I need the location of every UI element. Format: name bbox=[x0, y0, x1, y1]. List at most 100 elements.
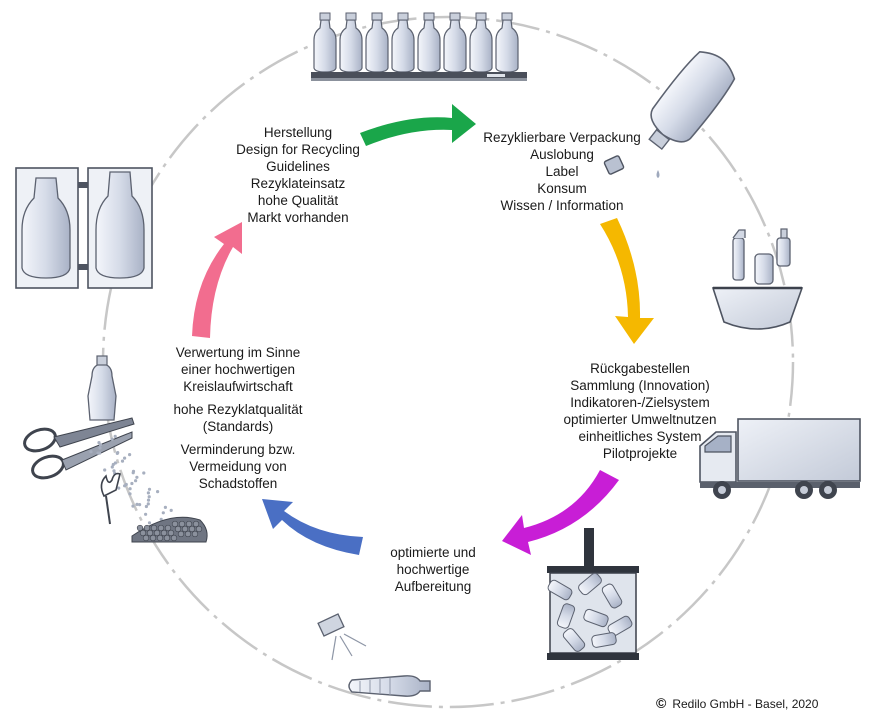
plastic-flake-icon bbox=[147, 495, 151, 499]
plastic-flake-icon bbox=[98, 451, 102, 455]
plastic-flake-icon bbox=[98, 446, 102, 450]
collection-line: Rückgabestellen bbox=[590, 361, 690, 376]
arrow-packaging-to-collection bbox=[600, 218, 654, 344]
truck-icon bbox=[699, 418, 861, 499]
shelf-bottle-icon bbox=[365, 19, 389, 73]
plastic-flake-icon bbox=[131, 469, 136, 473]
copyright-notice: ©Redilo GmbH - Basel, 2020 bbox=[656, 696, 818, 711]
plastic-flake-icon bbox=[110, 465, 114, 469]
baled-bottle-icon bbox=[607, 615, 633, 637]
utilization-line: Verminderung bzw. bbox=[180, 442, 296, 457]
plastic-flake-icon bbox=[103, 468, 107, 472]
shelf-bottle-icon bbox=[495, 19, 519, 73]
pellet-icon bbox=[157, 524, 165, 532]
production-line: hohe Qualität bbox=[257, 193, 339, 208]
arrow-utilization-to-production bbox=[192, 222, 242, 338]
plastic-flake-icon bbox=[98, 443, 103, 447]
pellet-icon bbox=[167, 529, 175, 537]
shelf-bottle-cap-icon bbox=[345, 12, 357, 21]
pellet-icon bbox=[142, 534, 150, 542]
production-line: Herstellung bbox=[263, 125, 333, 140]
pellet-icon bbox=[153, 529, 161, 537]
shelf-bottle-cap-icon bbox=[501, 12, 513, 21]
blow-mold-icon bbox=[15, 167, 153, 289]
baled-bottle-icon bbox=[547, 579, 573, 601]
pellet-icon bbox=[146, 529, 154, 537]
utilization-line: Vermeidung von bbox=[189, 459, 287, 474]
plastic-flake-icon bbox=[169, 508, 173, 512]
utilization-line: Kreislaufwirtschaft bbox=[183, 379, 293, 394]
arrow-production-to-packaging bbox=[360, 104, 476, 146]
plastic-flake-icon bbox=[113, 434, 117, 438]
baled-bottle-icon bbox=[562, 628, 586, 652]
lying-bottle-icon bbox=[348, 675, 431, 697]
plastic-flake-icon bbox=[144, 504, 148, 509]
plastic-flake-icon bbox=[147, 487, 152, 491]
pellet-icon bbox=[171, 520, 179, 528]
pellet-icon bbox=[192, 520, 200, 528]
pellet-icon bbox=[174, 525, 182, 533]
plastic-flake-icon bbox=[135, 475, 139, 479]
shelf-bottle-cap-icon bbox=[423, 12, 435, 21]
plastic-flake-icon bbox=[159, 517, 163, 521]
packaging-line: Rezyklierbare Verpackung bbox=[483, 130, 641, 145]
utilization-line: Schadstoffen bbox=[198, 476, 278, 491]
production-line: Rezyklateinsatz bbox=[250, 176, 346, 191]
utilization-line: (Standards) bbox=[202, 419, 274, 434]
pellet-icon bbox=[163, 534, 171, 542]
shelf-bottle-icon bbox=[417, 19, 441, 73]
pellet-icon bbox=[136, 524, 144, 532]
pellet-icon bbox=[184, 530, 192, 538]
baled-bottle-icon bbox=[601, 583, 623, 609]
collection-line: einheitliches System bbox=[578, 429, 702, 444]
plastic-flake-icon bbox=[147, 521, 152, 525]
shelf-bottle-icon bbox=[469, 19, 493, 73]
plastic-flake-icon bbox=[110, 437, 114, 441]
plastic-flake-icon bbox=[135, 502, 139, 506]
pellet-icon bbox=[177, 530, 185, 538]
baled-bottle-icon bbox=[578, 572, 602, 596]
plastic-flake-icon bbox=[124, 482, 128, 487]
pellet-icon bbox=[143, 524, 151, 532]
plastic-flake-icon bbox=[163, 505, 167, 509]
plastic-flake-icon bbox=[144, 512, 148, 516]
shelf-bottle-cap-icon bbox=[475, 12, 487, 21]
plastic-flake-icon bbox=[117, 486, 121, 490]
pellet-icon bbox=[160, 529, 168, 537]
utilization-line: einer hochwertigen bbox=[180, 362, 296, 377]
pellet-icon bbox=[178, 520, 186, 528]
utilization-line: Verwertung im Sinne bbox=[175, 345, 301, 360]
collection-line: Sammlung (Innovation) bbox=[570, 378, 710, 393]
collection-line: Pilotprojekte bbox=[602, 446, 678, 461]
pellet-icon bbox=[156, 534, 164, 542]
pellet-icon bbox=[139, 529, 147, 537]
pellet-icon bbox=[149, 534, 157, 542]
pellet-icon bbox=[170, 534, 178, 542]
shelf-bottle-cap-icon bbox=[371, 12, 383, 21]
baled-bottle-icon bbox=[591, 632, 617, 648]
plastic-flake-icon bbox=[142, 471, 146, 475]
processing-line: optimierte und bbox=[390, 545, 476, 560]
processing-line: hochwertige bbox=[396, 562, 470, 577]
collection-line: optimierter Umweltnutzen bbox=[563, 412, 717, 427]
plastic-flake-icon bbox=[130, 481, 134, 486]
plastic-flake-icon bbox=[138, 503, 142, 507]
shopping-basket-icon bbox=[711, 228, 804, 330]
pellet-icon bbox=[191, 530, 199, 538]
scissors-shredder-icon bbox=[23, 355, 208, 543]
bottle-cap-icon bbox=[603, 155, 660, 178]
production-line: Markt vorhanden bbox=[247, 210, 349, 225]
processing-line: Aufbereitung bbox=[394, 579, 472, 594]
arrow-collection-to-processing bbox=[502, 470, 619, 555]
plastic-flake-icon bbox=[111, 462, 115, 467]
baler-press-icon bbox=[547, 528, 639, 660]
shelf-bottle-icon bbox=[313, 19, 337, 73]
shelf-bottle-icon bbox=[443, 19, 467, 73]
shelf-bottle-cap-icon bbox=[449, 12, 461, 21]
plastic-flake-icon bbox=[123, 456, 127, 460]
plastic-flake-icon bbox=[161, 511, 165, 515]
